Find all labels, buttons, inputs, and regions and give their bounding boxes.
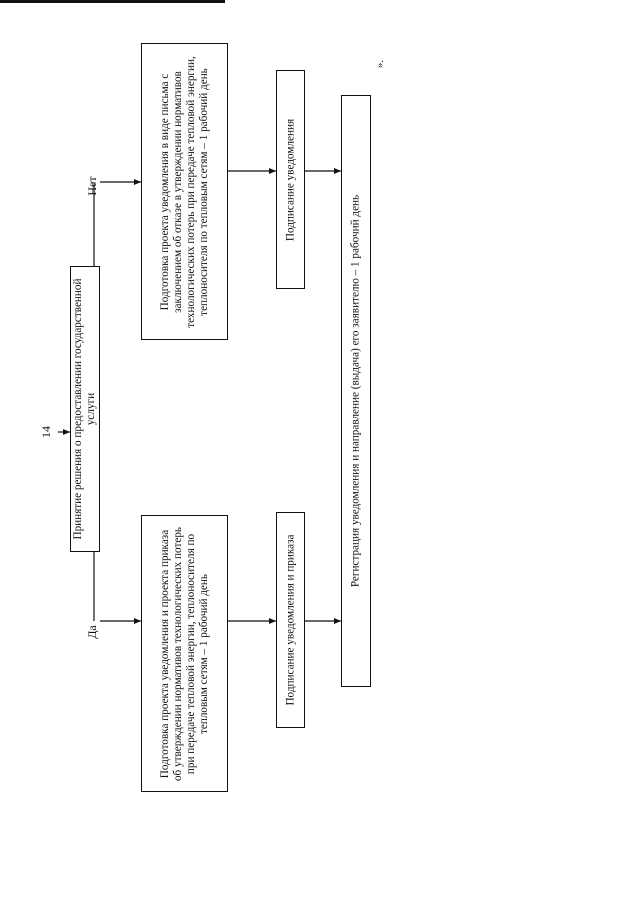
no-label: Нет xyxy=(85,176,99,196)
registration-text: Регистрация уведомления и направление (в… xyxy=(349,194,362,588)
registration-box: Регистрация уведомления и направление (в… xyxy=(341,95,371,687)
no-sign-text: Подписание уведомления xyxy=(284,118,296,241)
yes-prepare-box: Подготовка проекта уведомления и проекта… xyxy=(141,515,228,792)
decision-text: Принятие решения о предоставлении госуда… xyxy=(72,278,97,540)
yes-sign-box: Подписание уведомления и приказа xyxy=(276,512,305,728)
decision-box: Принятие решения о предоставлении госуда… xyxy=(70,266,100,552)
yes-sign-text: Подписание уведомления и приказа xyxy=(284,534,296,706)
step-number-label: 14 xyxy=(39,426,53,438)
no-sign-box: Подписание уведомления xyxy=(276,70,305,289)
corner-mark: ». xyxy=(374,59,386,69)
yes-label: Да xyxy=(85,625,99,639)
top-rule xyxy=(0,0,225,3)
yes-prepare-text: Подготовка проекта уведомления и проекта… xyxy=(158,526,210,781)
no-prepare-text: Подготовка проекта уведомления в виде пи… xyxy=(158,55,210,328)
no-prepare-box: Подготовка проекта уведомления в виде пи… xyxy=(141,43,228,340)
